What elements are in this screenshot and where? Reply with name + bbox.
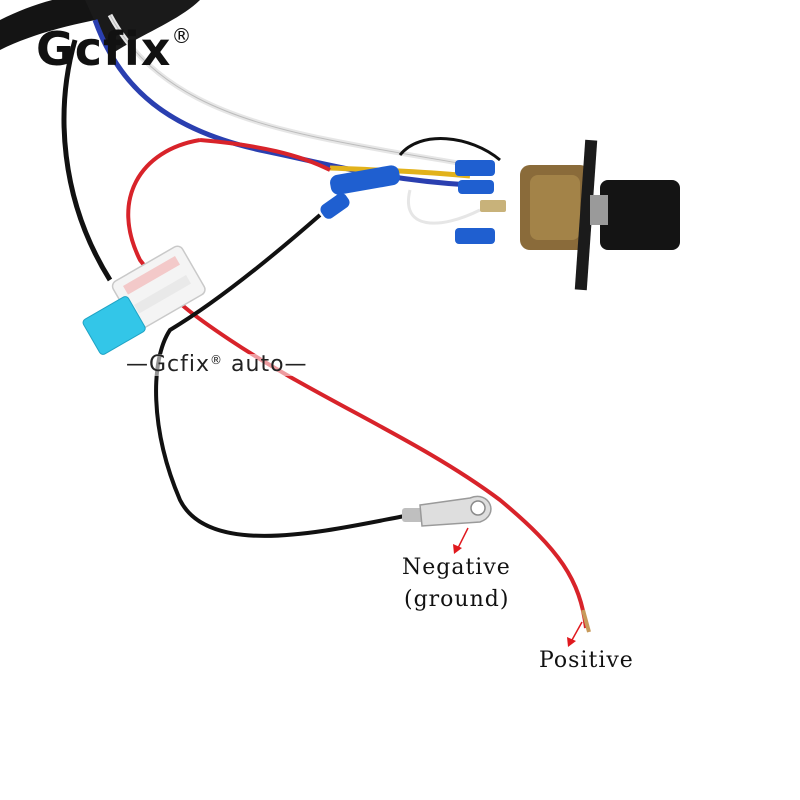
- ring-terminal-hole: [470, 500, 486, 516]
- arrow-negative: [453, 527, 469, 554]
- brand-watermark: —Gcfix® auto—: [126, 354, 308, 376]
- terminal-2: [458, 180, 494, 194]
- brand-logo-text: Gcfix: [36, 22, 172, 76]
- label-positive: Positive: [539, 648, 634, 673]
- brand-logo-mark: ®: [171, 24, 193, 48]
- switch-nut: [590, 195, 608, 225]
- terminal-1: [455, 160, 495, 176]
- label-ground: (ground): [404, 587, 510, 612]
- black-wire-main: [154, 213, 411, 538]
- watermark-mark: ®: [210, 353, 224, 367]
- switch-knob: [600, 180, 680, 250]
- heat-shrink-joint: [330, 165, 400, 195]
- heat-shrink-small: [320, 193, 350, 219]
- black-wire-left: [61, 39, 113, 282]
- switch-body-shade: [530, 175, 580, 240]
- fuse-blade: [82, 296, 146, 355]
- watermark-suffix: auto—: [223, 352, 308, 377]
- black-wire-sleeve: [402, 508, 424, 522]
- red-wire-upper: [199, 138, 331, 172]
- label-negative: Negative: [402, 555, 511, 580]
- red-wire-tip: [581, 609, 591, 633]
- arrow-positive: [567, 621, 583, 647]
- watermark-prefix: —Gcfix: [126, 352, 211, 377]
- terminal-3: [455, 228, 495, 244]
- brand-logo: Gcfix®: [36, 26, 192, 72]
- red-wire: [126, 138, 588, 629]
- white-wire-outline: [109, 14, 471, 166]
- switch-plate: [574, 139, 598, 291]
- white-wire-loop: [407, 189, 481, 225]
- black-wire-switch: [398, 137, 501, 162]
- harness-sheath-tube: [85, 0, 200, 55]
- terminal-metal: [480, 200, 506, 212]
